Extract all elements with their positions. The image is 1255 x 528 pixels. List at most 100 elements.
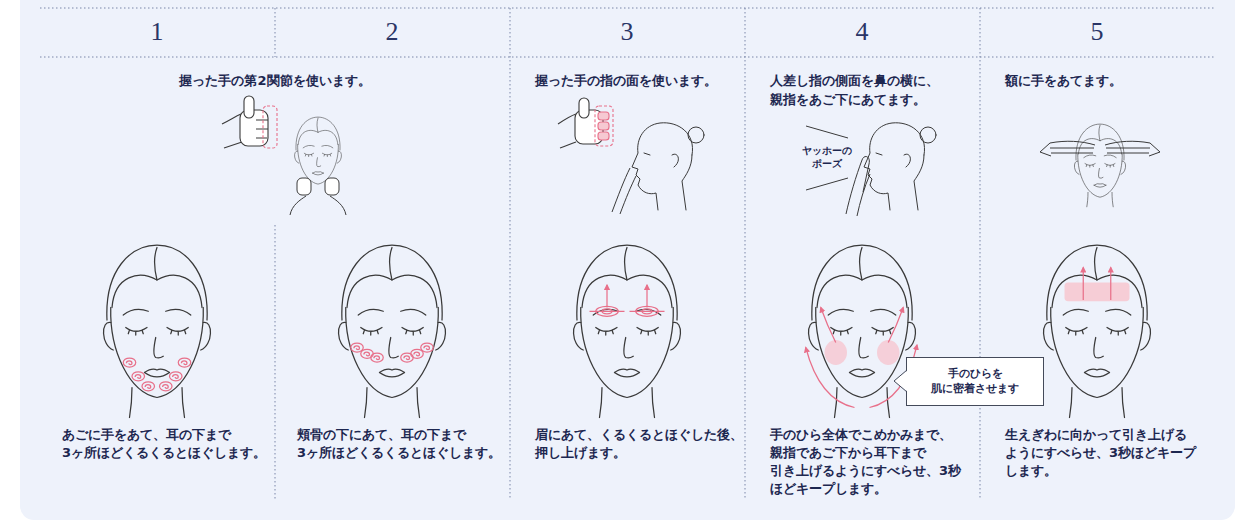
forehead-illustration: [1074, 124, 1125, 207]
fist-illustration: [222, 114, 241, 124]
fist-illustration: [224, 142, 242, 148]
dotted-rule: [745, 8, 746, 500]
face-step-2: [339, 245, 446, 418]
face-step-5: [1110, 268, 1111, 301]
dotted-rule: [40, 8, 1215, 9]
step-description: 生えぎわに向かって引き上げる ようにすべらせ、3秒ほどキープ します。: [1005, 426, 1225, 480]
dotted-rule: [275, 8, 276, 57]
forehead-illustration: [1040, 141, 1160, 156]
callout-tail: [894, 370, 908, 392]
face-step-5: [1044, 245, 1151, 418]
hand-illustration: [598, 132, 609, 140]
face-step-3: [574, 245, 681, 418]
callout-bubble: 手のひらを 肌に密着させます: [906, 357, 1044, 406]
small-face-illustration: [330, 196, 346, 215]
face-step-4: [821, 308, 836, 343]
fist-illustration: [256, 120, 268, 138]
face-step-3: [590, 285, 665, 316]
pose-illustration: [864, 123, 936, 210]
instruction-text: 額に手をあてます。: [1005, 72, 1220, 91]
dotted-rule: [510, 8, 511, 500]
dotted-rule: [980, 8, 981, 500]
step-number: 5: [1067, 19, 1127, 45]
face-step-3: [646, 285, 647, 308]
face-step-4: [806, 308, 917, 408]
callout-tail: [894, 370, 907, 392]
hand-illustration: [558, 98, 613, 148]
face-step-5: [1044, 245, 1151, 418]
pose-illustration: [857, 174, 870, 216]
profile-illustration: [632, 123, 704, 210]
forehead-illustration: [1074, 124, 1125, 207]
face-step-1: [170, 372, 183, 381]
hand-illustration: [560, 142, 576, 148]
face-step-3: [574, 245, 681, 418]
pose-illustration: [864, 123, 936, 210]
face-step-4: [809, 245, 916, 418]
face-step-3: [606, 285, 607, 308]
pose-label: ヤッホーの ポーズ: [795, 144, 859, 170]
fist-illustration: [263, 106, 277, 148]
face-step-3: [590, 311, 665, 312]
step-description: 眉にあて、くるくるとほぐした後、 押し上げます。: [535, 426, 755, 462]
small-face-illustration: [297, 178, 311, 195]
face-step-4: [877, 340, 900, 365]
instruction-text: 握った手の指の面を使います。: [535, 72, 750, 91]
profile-illustration: [612, 168, 636, 214]
face-step-2: [351, 343, 364, 352]
face-step-1: [142, 382, 155, 391]
face-step-4: [806, 348, 855, 408]
callout-tail: [894, 369, 908, 393]
face-step-1: [104, 245, 211, 418]
face-step-2: [339, 245, 446, 418]
small-face-illustration: [290, 178, 346, 215]
hand-illustration: [595, 106, 613, 146]
face-step-1: [160, 382, 173, 391]
hand-illustration: [558, 114, 576, 124]
step-description: 手のひら全体でこめかみまで、 親指であご下から耳下まで 引き上げるようにすべらせ…: [770, 426, 990, 498]
forehead-illustration: [1050, 141, 1095, 145]
face-step-2: [421, 343, 434, 352]
face-step-5: [1083, 268, 1084, 301]
forehead-illustration: [1105, 141, 1150, 145]
face-step-2: [401, 353, 414, 362]
face-step-5: [1083, 268, 1111, 301]
dotted-rule: [40, 57, 1215, 58]
small-face-illustration: [290, 117, 346, 215]
step-description: 頬骨の下にあて、耳の下まで 3ヶ所ほどくるくるとほぐします。: [297, 426, 517, 462]
pose-illustration: [806, 123, 936, 216]
forehead-illustration: [1149, 143, 1160, 156]
forehead-illustration: [1040, 143, 1051, 156]
hand-illustration: [598, 112, 609, 120]
face-step-4: [806, 245, 917, 418]
step-number: 2: [362, 19, 422, 45]
forehead-illustration: [1050, 148, 1094, 153]
callout-text: 手のひらを 肌に密着させます: [925, 366, 1025, 396]
face-step-1: [132, 372, 145, 381]
face-step-5: [1065, 283, 1130, 302]
step-description: あごに手をあて、耳の下まで 3ヶ所ほどくるくるとほぐします。: [62, 426, 282, 462]
face-step-1: [104, 245, 211, 418]
face-step-4: [888, 308, 903, 343]
face-step-2: [371, 353, 384, 362]
face-step-1: [178, 358, 191, 367]
instruction-text: 人差し指の側面を鼻の横に、 親指をあご下にあてます。: [770, 72, 975, 110]
step-number: 3: [597, 19, 657, 45]
profile-illustration: [612, 123, 704, 214]
forehead-illustration: [1106, 148, 1150, 153]
step-number: 1: [127, 19, 187, 45]
forehead-illustration: [1040, 124, 1160, 207]
face-step-4: [825, 340, 848, 365]
dotted-rule: [275, 225, 276, 500]
small-face-illustration: [325, 178, 339, 195]
face-step-1: [123, 358, 136, 367]
fist-illustration: [244, 96, 254, 118]
hand-illustration: [598, 122, 609, 130]
instruction-text: 握った手の第2関節を使います。: [125, 72, 425, 91]
hand-illustration: [579, 98, 589, 118]
profile-illustration: [632, 123, 704, 210]
panel-ground: [20, 0, 1235, 520]
fist-illustration: [222, 96, 277, 148]
small-face-illustration: [290, 196, 306, 215]
